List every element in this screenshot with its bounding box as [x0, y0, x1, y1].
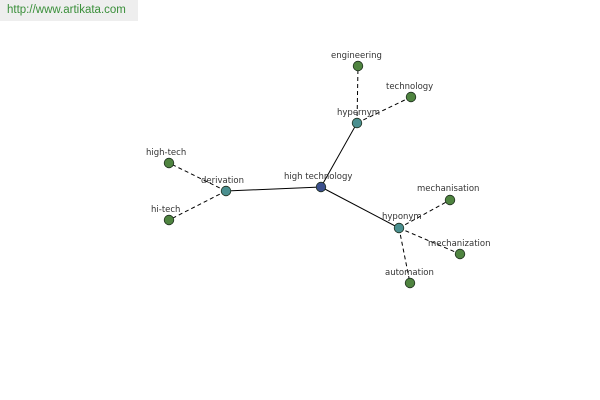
edge-high-technology-hyponym	[320, 186, 400, 229]
source-link[interactable]: http://www.artikata.com	[7, 4, 126, 16]
edge-derivation-high-tech	[168, 162, 227, 192]
label-hyponym: hyponym	[382, 212, 422, 222]
edge-hyponym-automation	[398, 227, 411, 284]
edge-hyponym-mechanisation	[398, 199, 451, 229]
label-layer: high technology hypernym engineering techno…	[146, 51, 490, 278]
label-high-tech: high-tech	[146, 148, 186, 158]
edge-high-technology-hypernym	[320, 122, 358, 188]
node-hi-tech[interactable]	[163, 214, 175, 226]
node-derivation[interactable]	[220, 185, 232, 197]
node-layer	[163, 60, 466, 289]
node-technology[interactable]	[405, 91, 417, 103]
label-engineering: engineering	[331, 51, 382, 61]
label-automation: automation	[385, 268, 434, 278]
edge-hypernym-engineering	[356, 65, 359, 124]
node-hypernym[interactable]	[351, 117, 363, 129]
node-automation[interactable]	[404, 277, 416, 289]
label-mechanization: mechanization	[428, 239, 490, 249]
edge-hypernym-technology	[356, 96, 412, 124]
label-mechanisation: mechanisation	[417, 184, 479, 194]
node-mechanization[interactable]	[454, 248, 466, 260]
node-high-technology[interactable]	[315, 181, 327, 193]
edge-high-technology-derivation	[225, 186, 322, 192]
label-high-technology: high technology	[284, 172, 352, 182]
node-hyponym[interactable]	[393, 222, 405, 234]
source-banner: http://www.artikata.com	[0, 0, 138, 21]
label-technology: technology	[386, 82, 433, 92]
label-derivation: derivation	[201, 176, 244, 186]
node-mechanisation[interactable]	[444, 194, 456, 206]
node-engineering[interactable]	[352, 60, 364, 72]
edge-derivation-hi-tech	[168, 190, 227, 221]
node-high-tech[interactable]	[163, 157, 175, 169]
label-hypernym: hypernym	[337, 108, 380, 118]
edge-layer	[168, 65, 461, 284]
label-hi-tech: hi-tech	[151, 205, 180, 215]
